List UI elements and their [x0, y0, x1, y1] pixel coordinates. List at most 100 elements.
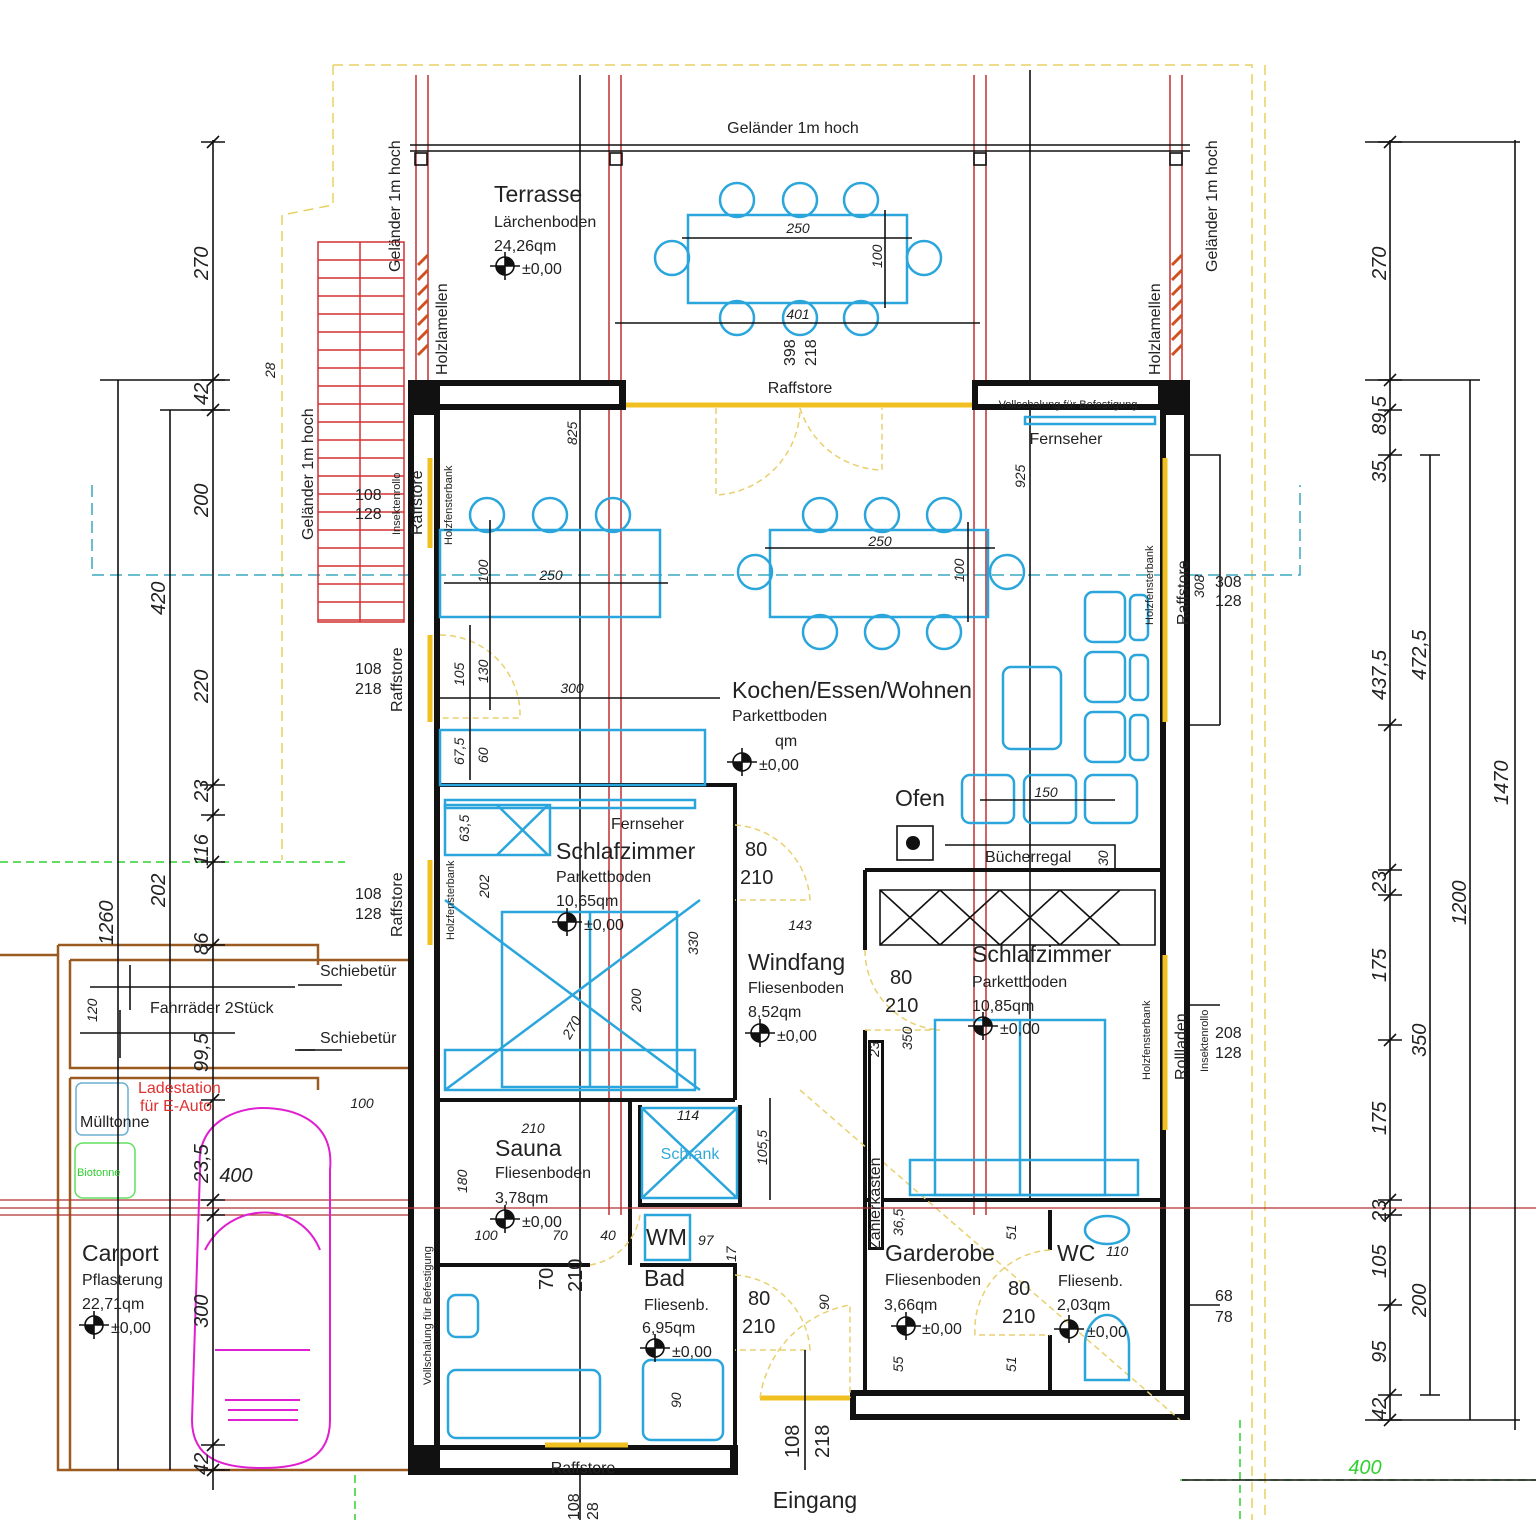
closet-label: Schrank	[661, 1146, 721, 1163]
wm-label: WM	[646, 1224, 687, 1250]
property-boundary	[281, 64, 1266, 1520]
floor-type: Fliesenb.	[1058, 1273, 1123, 1290]
dimension: 330	[685, 931, 701, 955]
dimension-tick	[1378, 1033, 1402, 1047]
charger-label: für E-Auto	[140, 1098, 212, 1115]
formwork-label: Vollschalung für Befestigung	[999, 399, 1138, 411]
room-name-bad: Bad	[644, 1265, 685, 1291]
dimension: 116	[191, 833, 213, 866]
window-width: 308	[1215, 574, 1242, 591]
bedroom2-furniture	[908, 1018, 1140, 1197]
dimension-ticks	[201, 135, 1402, 1477]
window-extra: Insektenrollo	[1199, 1010, 1211, 1072]
slats-label: Holzlamellen	[1147, 283, 1164, 375]
room-name-bedroom1: Schlafzimmer	[556, 838, 696, 864]
railing-label: Geländer 1m hoch	[300, 408, 317, 540]
dimension: 90	[668, 1392, 684, 1408]
window-height: 218	[355, 681, 382, 698]
dimension: 55	[890, 1356, 906, 1372]
window-width: 108	[355, 661, 382, 678]
dimension-tick	[201, 1208, 225, 1222]
dimension: 99,5	[191, 1032, 213, 1072]
door-height: 210	[740, 867, 773, 889]
room-name-living: Kochen/Essen/Wohnen	[732, 677, 972, 703]
dimension-tick	[1378, 888, 1402, 902]
dimension-tick	[1378, 373, 1402, 387]
dimension: 308	[1191, 574, 1207, 598]
window-label: Raffstore	[389, 872, 406, 937]
window-width: 108	[355, 487, 382, 504]
door-width: 70	[536, 1268, 558, 1290]
dimension-tick	[1378, 718, 1402, 732]
level-marker-icon	[727, 748, 757, 776]
window-height: 128	[1215, 1045, 1242, 1062]
dimension-tick	[1378, 1193, 1402, 1207]
dimension-tick	[201, 1438, 225, 1452]
dimension: 67,5	[451, 738, 467, 765]
room-name-garderobe: Garderobe	[885, 1240, 995, 1266]
dimension: 202	[148, 874, 170, 908]
room-area: 10,85qm	[972, 998, 1034, 1015]
dimension: 86	[191, 932, 213, 955]
dimension: 42	[191, 383, 213, 405]
bookshelf-label: Bücherregal	[985, 849, 1071, 866]
terrace-posts	[410, 70, 1190, 1520]
dimension-tick	[201, 808, 225, 822]
sofa-lounge	[960, 415, 1157, 825]
bedroom1-furniture	[443, 798, 701, 1092]
dimension: 350	[899, 1026, 915, 1050]
room-area: 8,52qm	[748, 1004, 801, 1021]
dimension-tick	[1378, 1388, 1402, 1402]
room-area: 3,66qm	[884, 1297, 937, 1314]
door-height: 210	[885, 995, 918, 1017]
dimension: 400	[219, 1165, 252, 1187]
floor-type: Fliesenboden	[885, 1272, 981, 1289]
railing-label: Geländer 1m hoch	[727, 120, 859, 137]
dimension-tick	[201, 373, 225, 387]
bikes-label: Fahrräder 2Stück	[150, 1000, 275, 1017]
level: ±0,00	[522, 261, 562, 278]
level: ±0,00	[1087, 1324, 1127, 1341]
window-label: Raffstore	[1175, 560, 1192, 625]
floor-type: Fliesenboden	[748, 980, 844, 997]
dimension: 100	[350, 1095, 374, 1111]
sliding-door-label: Schiebetür	[320, 963, 397, 980]
door-width: 80	[745, 839, 767, 861]
floor-type: Fliesenboden	[495, 1165, 591, 1182]
dimension-tick	[201, 135, 225, 149]
dimension: 200	[1409, 1284, 1431, 1318]
dimension-tick	[1378, 403, 1402, 417]
level: ±0,00	[922, 1321, 962, 1338]
window-extra: Holzfensterbank	[1141, 1000, 1153, 1080]
door-width: 80	[1008, 1278, 1030, 1300]
dimension: 114	[677, 1107, 700, 1123]
section-line	[91, 485, 1301, 576]
window-height: 78	[1215, 1309, 1233, 1326]
dimension: 175	[1369, 948, 1391, 982]
dimension: 100	[869, 244, 885, 268]
dimension: 40	[600, 1227, 616, 1243]
window-extra: Holzfensterbank	[445, 860, 457, 940]
charger-label: Ladestation	[138, 1080, 221, 1097]
raffstore-label: Raffstore	[768, 380, 833, 397]
dimension: 63,5	[456, 815, 472, 842]
oven	[896, 825, 934, 861]
floor-type: Fliesenb.	[644, 1297, 709, 1314]
room-area: 10,65qm	[556, 893, 618, 910]
dimension: 150	[1034, 784, 1058, 800]
level-marker-icon	[891, 1312, 921, 1340]
dimension: 42	[191, 1453, 213, 1475]
dimension: 23	[191, 780, 213, 803]
window-width: 108	[355, 886, 382, 903]
level-marker-icon	[490, 252, 520, 280]
window-height: 128	[1215, 593, 1242, 610]
dimension: 143	[788, 917, 812, 933]
car-outline	[190, 1106, 332, 1470]
dimension: 270	[191, 247, 213, 281]
dimension: 100	[475, 559, 491, 583]
dimension: 925	[1012, 464, 1028, 488]
dimension: 472,5	[1409, 629, 1431, 680]
bath-fixtures	[446, 1040, 1131, 1442]
floor-type: Lärchenboden	[494, 214, 596, 231]
